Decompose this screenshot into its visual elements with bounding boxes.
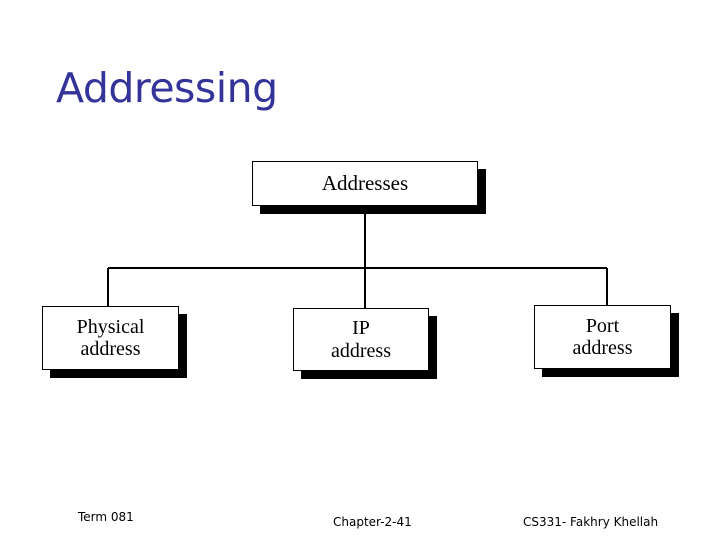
tree-node-label: IP address — [331, 317, 391, 362]
footer-chapter: Chapter-2-41 — [333, 515, 412, 529]
tree-node-addresses: Addresses — [252, 161, 478, 206]
tree-node-label: Port address — [572, 314, 633, 359]
tree-node-physical-address: Physical address — [42, 306, 179, 370]
tree-node-label: Addresses — [321, 170, 409, 195]
footer-term: Term 081 — [78, 510, 134, 524]
tree-node-ip-address: IP address — [293, 308, 429, 371]
footer-course-instructor: CS331- Fakhry Khellah — [523, 515, 659, 529]
tree-node-port-address: Port address — [534, 305, 671, 369]
tree-node-label: Physical address — [76, 315, 145, 360]
page-title: Addressing — [56, 64, 278, 112]
